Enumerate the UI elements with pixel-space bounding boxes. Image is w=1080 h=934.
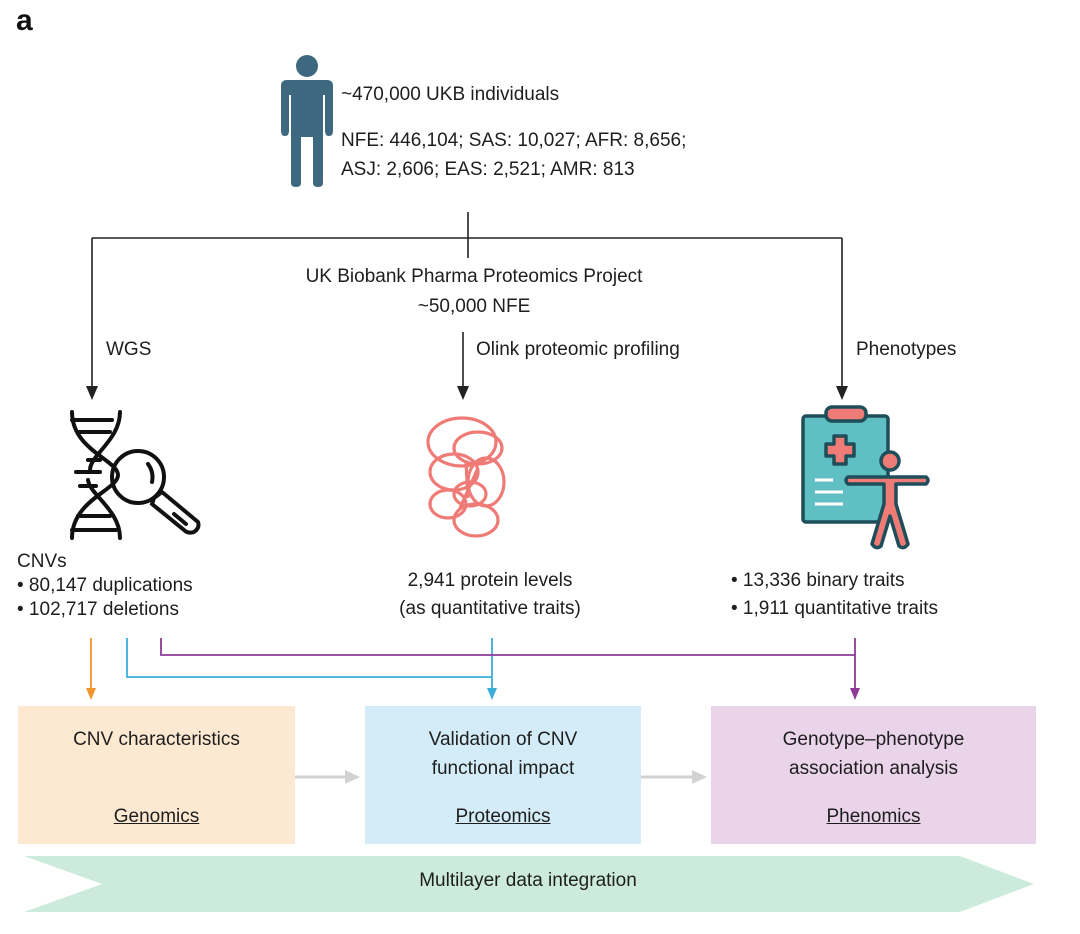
protein-note: (as quantitative traits): [399, 598, 581, 619]
box-title-line: Validation of CNV: [428, 729, 578, 750]
integration-label: Multilayer data integration: [419, 870, 637, 891]
clipboard-patient-icon: [801, 405, 930, 550]
protein-icon: [426, 416, 506, 538]
wgs-arrowhead: [86, 386, 98, 400]
blue-arrowhead: [487, 688, 497, 700]
box-title: CNV characteristics: [18, 726, 295, 755]
box-title-line: Genotype–phenotype: [782, 729, 965, 750]
project-name: UK Biobank Pharma Proteomics Project: [305, 266, 643, 287]
olink-arrowhead: [457, 386, 469, 400]
phenomics-label: Phenomics: [826, 806, 921, 827]
proteomics-box: Validation of CNV functional impact Prot…: [365, 706, 641, 844]
protein-count: 2,941 protein levels: [407, 570, 573, 591]
cnv-bullet: • 102,717 deletions: [17, 599, 179, 620]
project-size: ~50,000 NFE: [417, 296, 531, 317]
integration-banner: [24, 856, 1034, 912]
panel-label: a: [16, 4, 33, 37]
blue-connector: [126, 638, 492, 678]
box-title-line: functional impact: [431, 757, 575, 779]
wgs-label: WGS: [106, 339, 152, 360]
box-title: Validation of CNV functional impact: [365, 726, 641, 783]
proteomics-label: Proteomics: [455, 806, 551, 827]
phenotypes-label: Phenotypes: [856, 339, 957, 360]
box-title-line: association analysis: [789, 757, 958, 779]
ancestry-line-2: ASJ: 2,606; EAS: 2,521; AMR: 813: [341, 159, 635, 180]
cnvs-heading: CNVs: [17, 551, 67, 572]
grey-arrowhead-1: [345, 770, 360, 784]
person-icon: [281, 55, 333, 187]
genomics-label: Genomics: [113, 806, 200, 827]
cnv-bullet: • 80,147 duplications: [17, 575, 193, 596]
cohort-title: ~470,000 UKB individuals: [341, 84, 560, 105]
dna-magnifier-icon: [70, 410, 201, 540]
phenotypes-arrowhead: [836, 386, 848, 400]
phenomics-box: Genotype–phenotype association analysis …: [711, 706, 1036, 844]
genomics-box: CNV characteristics Genomics: [18, 706, 295, 844]
trait-bullet: • 1,911 quantitative traits: [731, 598, 938, 619]
grey-arrowhead-2: [692, 770, 707, 784]
box-title-line: CNV characteristics: [73, 729, 240, 750]
trait-bullet: • 13,336 binary traits: [731, 570, 905, 591]
orange-arrowhead: [86, 688, 96, 700]
purple-arrowhead: [850, 688, 860, 700]
purple-connector: [160, 638, 855, 656]
ancestry-line-1: NFE: 446,104; SAS: 10,027; AFR: 8,656;: [341, 130, 687, 151]
olink-label: Olink proteomic profiling: [476, 339, 680, 360]
box-title: Genotype–phenotype association analysis: [711, 726, 1036, 783]
